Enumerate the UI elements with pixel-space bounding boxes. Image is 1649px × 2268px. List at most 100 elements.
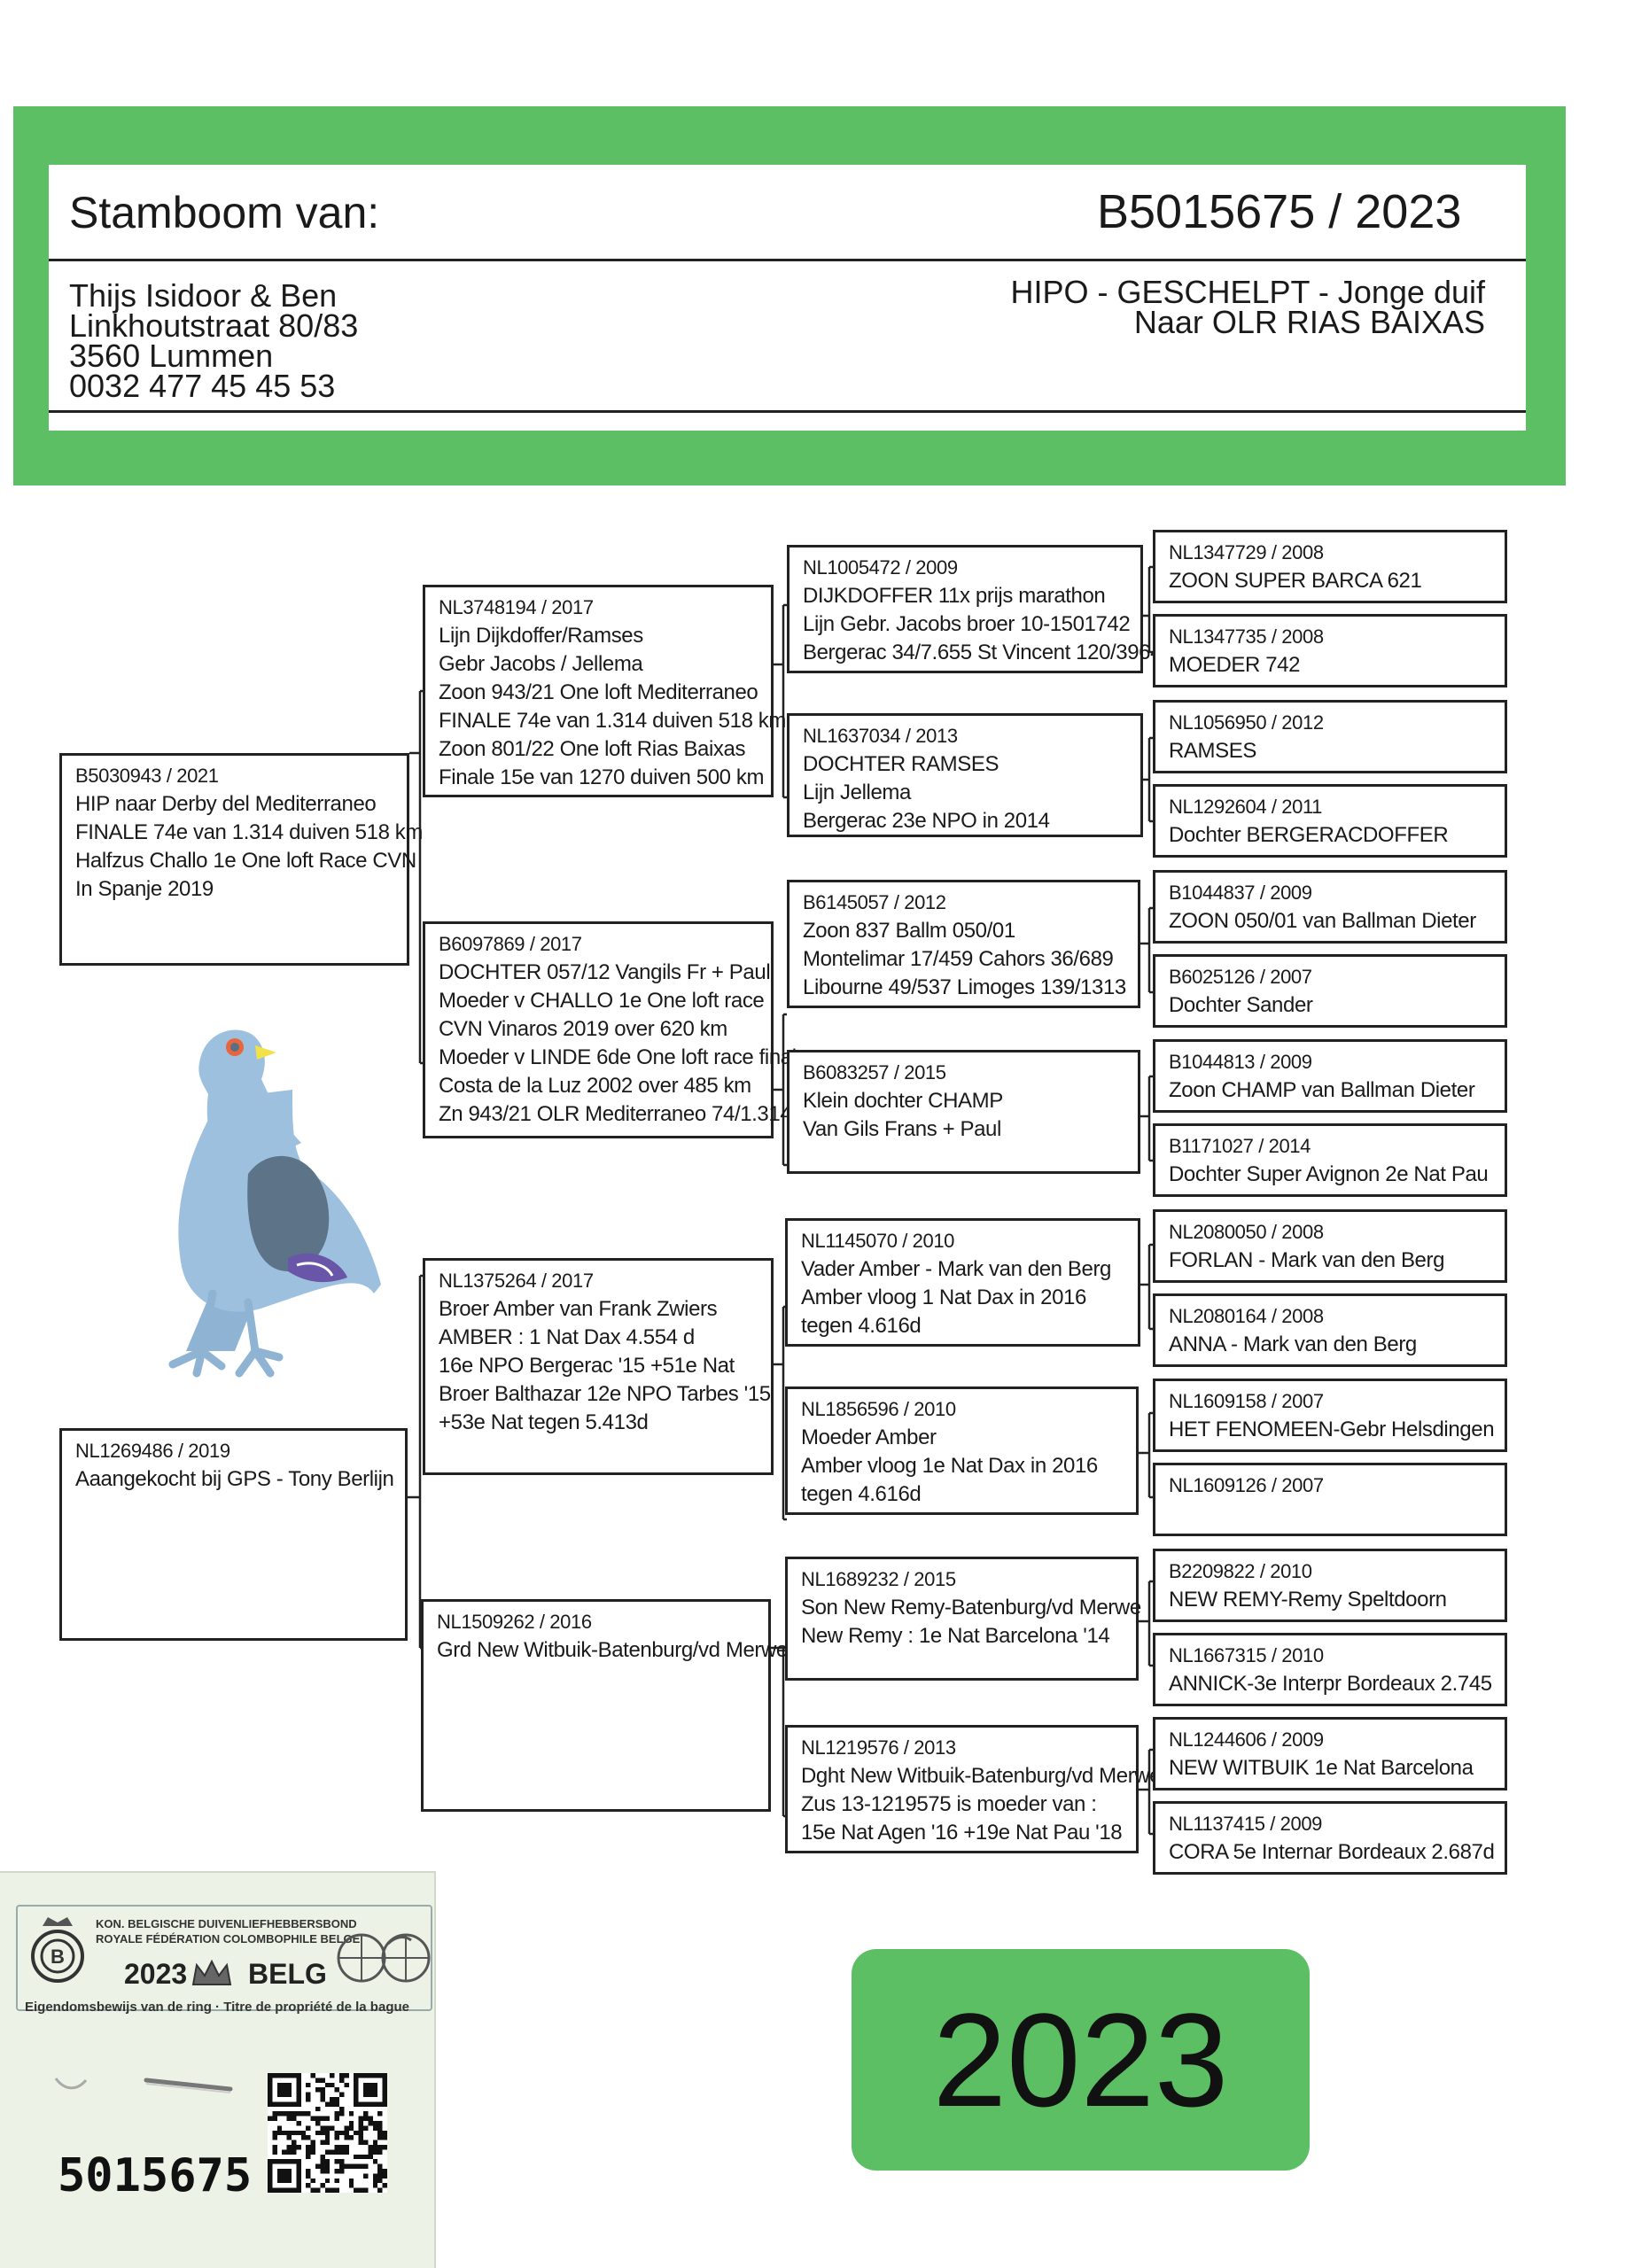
pedigree-box-gen4-16: NL1137415 / 2009 CORA 5e Internar Bordea…	[1153, 1801, 1507, 1875]
box-line: B1044813 / 2009	[1169, 1048, 1497, 1076]
box-line: ZOON SUPER BARCA 621	[1169, 567, 1497, 595]
box-line: Bergerac 23e NPO in 2014	[803, 807, 1133, 835]
box-line: New Remy : 1e Nat Barcelona '14	[801, 1622, 1129, 1651]
globe-logo	[335, 1931, 432, 1984]
box-line: RAMSES	[1169, 737, 1497, 765]
box-line: NL1509262 / 2016	[437, 1608, 761, 1636]
pedigree-box-gen4-3: NL1056950 / 2012 RAMSES	[1153, 700, 1507, 773]
box-line: tegen 4.616d	[801, 1312, 1131, 1340]
box-line: B6025126 / 2007	[1169, 963, 1497, 991]
pedigree-box-gen3-4: B6083257 / 2015 Klein dochter CHAMP Van …	[787, 1050, 1140, 1174]
box-line: Lijn Gebr. Jacobs broer 10-1501742	[803, 610, 1133, 639]
box-line: CORA 5e Internar Bordeaux 2.687d	[1169, 1838, 1497, 1867]
pedigree-box-gen3-8: NL1219576 / 2013 Dght New Witbuik-Batenb…	[785, 1725, 1139, 1853]
box-line: NL1609126 / 2007	[1169, 1472, 1497, 1500]
box-line: NEW REMY-Remy Speltdoorn	[1169, 1586, 1497, 1614]
pedigree-box-gen2-4: NL1509262 / 2016 Grd New Witbuik-Batenbu…	[421, 1599, 771, 1812]
pedigree-box-gen3-7: NL1689232 / 2015 Son New Remy-Batenburg/…	[785, 1557, 1139, 1681]
pedigree-box-gen3-1: NL1005472 / 2009 DIJKDOFFER 11x prijs ma…	[787, 545, 1143, 673]
box-line: NL2080050 / 2008	[1169, 1218, 1497, 1247]
box-line: Libourne 49/537 Limoges 139/1313	[803, 974, 1131, 1002]
pedigree-box-gen4-13: B2209822 / 2010 NEW REMY-Remy Speltdoorn	[1153, 1549, 1507, 1622]
box-line: Dochter BERGERACDOFFER	[1169, 821, 1497, 850]
box-line: Gebr Jacobs / Jellema	[439, 650, 764, 679]
box-line: Aaangekocht bij GPS - Tony Berlijn	[75, 1465, 398, 1494]
box-line: Montelimar 17/459 Cahors 36/689	[803, 945, 1131, 974]
box-line: NL1375264 / 2017	[439, 1267, 764, 1295]
pedigree-box-gen3-5: NL1145070 / 2010 Vader Amber - Mark van …	[785, 1218, 1140, 1347]
box-line: NL1637034 / 2013	[803, 722, 1133, 750]
box-line: B5030943 / 2021	[75, 762, 400, 790]
pedigree-box-gen2-2: B6097869 / 2017 DOCHTER 057/12 Vangils F…	[423, 921, 774, 1138]
federation-logo: B	[27, 1914, 89, 1984]
box-line: NL1219576 / 2013	[801, 1734, 1129, 1762]
box-line: Amber vloog 1 Nat Dax in 2016	[801, 1284, 1131, 1312]
box-line: ZOON 050/01 van Ballman Dieter	[1169, 907, 1497, 936]
box-line: NL2080164 / 2008	[1169, 1302, 1497, 1331]
box-line: FORLAN - Mark van den Berg	[1169, 1247, 1497, 1275]
box-line: ANNA - Mark van den Berg	[1169, 1331, 1497, 1359]
box-line: Lijn Dijkdoffer/Ramses	[439, 622, 764, 650]
box-line: B2209822 / 2010	[1169, 1557, 1497, 1586]
box-line: Zoon 837 Ballm 050/01	[803, 917, 1131, 945]
pedigree-box-father: B5030943 / 2021 HIP naar Derby del Medit…	[59, 753, 409, 966]
pedigree-box-gen4-11: NL1609158 / 2007 HET FENOMEEN-Gebr Helsd…	[1153, 1379, 1507, 1452]
pedigree-box-gen4-14: NL1667315 / 2010 ANNICK-3e Interpr Borde…	[1153, 1633, 1507, 1706]
pigeon-illustration	[115, 1001, 381, 1382]
box-line: DOCHTER 057/12 Vangils Fr + Paul	[439, 959, 764, 987]
box-line: NL1667315 / 2010	[1169, 1642, 1497, 1670]
crown-icon	[190, 1958, 234, 1990]
box-line: Zn 943/21 OLR Mediterraneo 74/1.314	[439, 1100, 764, 1129]
pedigree-box-mother: NL1269486 / 2019 Aaangekocht bij GPS - T…	[59, 1428, 408, 1641]
box-line: B6145057 / 2012	[803, 889, 1131, 917]
box-line: Moeder v CHALLO 1e One loft race	[439, 987, 764, 1015]
box-line: Zus 13-1219575 is moeder van :	[801, 1790, 1129, 1819]
pedigree-box-gen4-12: NL1609126 / 2007	[1153, 1463, 1507, 1536]
box-line: ANNICK-3e Interpr Bordeaux 2.745	[1169, 1670, 1497, 1698]
federation-name-nl: KON. BELGISCHE DUIVENLIEFHEBBERSBOND	[96, 1918, 357, 1930]
box-line: Dochter Super Avignon 2e Nat Pau	[1169, 1161, 1497, 1189]
box-line: Dght New Witbuik-Batenburg/vd Merwe	[801, 1762, 1129, 1790]
box-line: tegen 4.616d	[801, 1480, 1129, 1509]
box-line: Moeder v LINDE 6de One loft race finale	[439, 1044, 764, 1072]
box-line: CVN Vinaros 2019 over 620 km	[439, 1015, 764, 1044]
box-line: Halfzus Challo 1e One loft Race CVN	[75, 847, 400, 875]
box-line: Broer Balthazar 12e NPO Tarbes '15	[439, 1380, 764, 1409]
ring-ownership-note: Eigendomsbewijs van de ring · Titre de p…	[25, 2000, 409, 2014]
box-line: NL1244606 / 2009	[1169, 1726, 1497, 1754]
pedigree-box-gen2-3: NL1375264 / 2017 Broer Amber van Frank Z…	[423, 1258, 774, 1475]
pedigree-box-gen4-4: NL1292604 / 2011 Dochter BERGERACDOFFER	[1153, 784, 1507, 858]
pedigree-box-gen4-2: NL1347735 / 2008 MOEDER 742	[1153, 614, 1507, 687]
pedigree-box-gen3-6: NL1856596 / 2010 Moeder Amber Amber vloo…	[785, 1386, 1139, 1515]
pedigree-box-gen4-5: B1044837 / 2009 ZOON 050/01 van Ballman …	[1153, 870, 1507, 944]
box-line: DIJKDOFFER 11x prijs marathon	[803, 582, 1133, 610]
pedigree-box-gen4-8: B1171027 / 2014 Dochter Super Avignon 2e…	[1153, 1123, 1507, 1197]
box-line: FINALE 74e van 1.314 duiven 518 km	[75, 819, 400, 847]
year-badge-text: 2023	[852, 1993, 1310, 2126]
box-line: In Spanje 2019	[75, 875, 400, 904]
pedigree-box-gen4-10: NL2080164 / 2008 ANNA - Mark van den Ber…	[1153, 1293, 1507, 1367]
box-line: NL1347729 / 2008	[1169, 539, 1497, 567]
box-line: NL1137415 / 2009	[1169, 1810, 1497, 1838]
box-line: NL1292604 / 2011	[1169, 793, 1497, 821]
box-line: B1171027 / 2014	[1169, 1132, 1497, 1161]
box-line: Dochter Sander	[1169, 991, 1497, 1020]
box-line: Costa de la Luz 2002 over 485 km	[439, 1072, 764, 1100]
pedigree-box-gen4-7: B1044813 / 2009 Zoon CHAMP van Ballman D…	[1153, 1039, 1507, 1113]
box-line: Broer Amber van Frank Zwiers	[439, 1295, 764, 1324]
box-line: B6083257 / 2015	[803, 1059, 1131, 1087]
pedigree-box-gen4-6: B6025126 / 2007 Dochter Sander	[1153, 954, 1507, 1028]
pedigree-box-gen4-1: NL1347729 / 2008 ZOON SUPER BARCA 621	[1153, 530, 1507, 603]
box-line: Zoon CHAMP van Ballman Dieter	[1169, 1076, 1497, 1105]
box-line: Grd New Witbuik-Batenburg/vd Merwe	[437, 1636, 761, 1665]
box-line: Klein dochter CHAMP	[803, 1087, 1131, 1115]
box-line: NL1609158 / 2007	[1169, 1387, 1497, 1416]
box-line: FINALE 74e van 1.314 duiven 518 km	[439, 707, 764, 735]
box-line: Van Gils Frans + Paul	[803, 1115, 1131, 1144]
box-line: 15e Nat Agen '16 +19e Nat Pau '18	[801, 1819, 1129, 1847]
box-line: NL1347735 / 2008	[1169, 623, 1497, 651]
box-line: DOCHTER RAMSES	[803, 750, 1133, 779]
box-line: HIP naar Derby del Mediterraneo	[75, 790, 400, 819]
ring-country: BELG	[248, 1960, 327, 1988]
box-line: Amber vloog 1e Nat Dax in 2016	[801, 1452, 1129, 1480]
